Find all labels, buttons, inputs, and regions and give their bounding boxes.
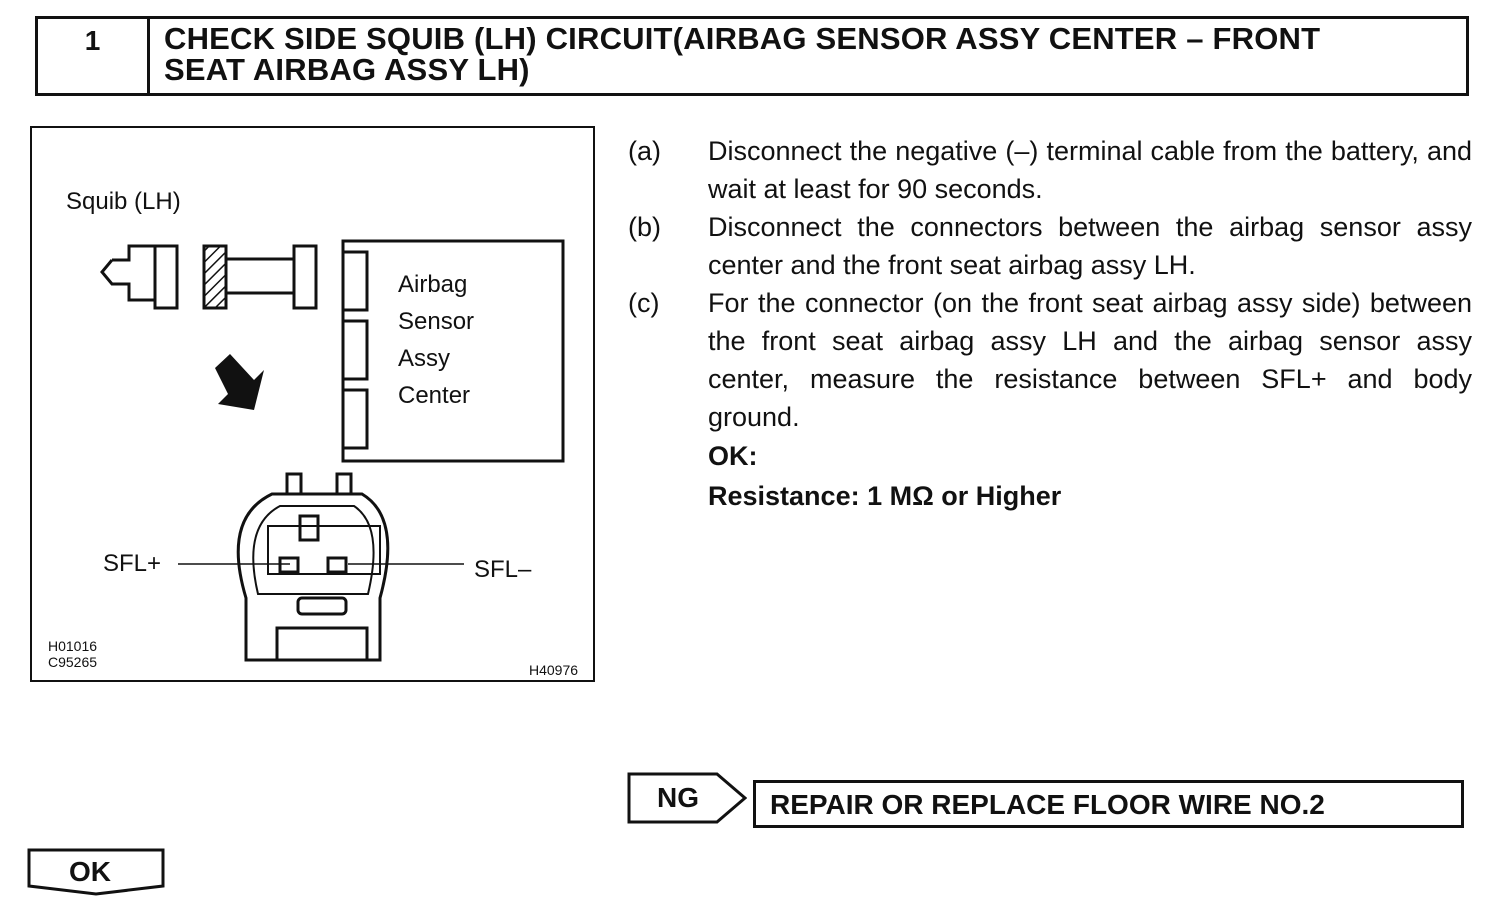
instruction-item: (b) Disconnect the connectors between th… bbox=[628, 208, 1472, 284]
connector-diagram bbox=[100, 239, 565, 662]
down-arrow-icon bbox=[215, 354, 264, 410]
squib-connector bbox=[100, 244, 318, 310]
sensor-label-line: Sensor bbox=[398, 308, 475, 335]
ng-tag-label: NG bbox=[657, 782, 699, 813]
step-header: 1 CHECK SIDE SQUIB (LH) CIRCUIT(AIRBAG S… bbox=[35, 16, 1469, 96]
instruction-letter: (a) bbox=[628, 136, 661, 166]
figure-code: C95265 bbox=[48, 654, 98, 670]
step-title-line-2: SEAT AIRBAG ASSY LH) bbox=[164, 52, 530, 87]
ok-tag-label: OK bbox=[69, 856, 111, 887]
step-number: 1 bbox=[38, 19, 150, 93]
terminal-sfl-plus-label: SFL+ bbox=[103, 550, 162, 577]
instruction-item: (c) For the connector (on the front seat… bbox=[628, 284, 1472, 436]
instruction-item: (a) Disconnect the negative (–) terminal… bbox=[628, 132, 1472, 208]
sensor-label-line: Airbag bbox=[398, 271, 468, 298]
step-title: CHECK SIDE SQUIB (LH) CIRCUIT(AIRBAG SEN… bbox=[164, 23, 1454, 85]
squib-label: Squib (LH) bbox=[66, 188, 181, 215]
spec-ok-label: OK: bbox=[708, 441, 758, 471]
instruction-text: For the connector (on the front seat air… bbox=[708, 288, 1472, 432]
sensor-label-line: Center bbox=[398, 382, 471, 409]
ng-tag: NG bbox=[627, 772, 747, 824]
figure-code-right: H40976 bbox=[529, 662, 579, 678]
connector-illustration: Squib (LH) Airbag Sensor Assy Center SFL… bbox=[30, 126, 595, 682]
figure-code-left: H01016 C95265 bbox=[48, 638, 97, 670]
ok-tag: OK bbox=[27, 848, 165, 896]
terminal-sfl-minus-label: SFL– bbox=[474, 556, 532, 583]
connector-face bbox=[236, 472, 390, 662]
spec-value: Resistance: 1 MΩ or Higher bbox=[708, 481, 1062, 511]
step-title-line-1: CHECK SIDE SQUIB (LH) CIRCUIT(AIRBAG SEN… bbox=[164, 21, 1321, 56]
ng-arrow-icon bbox=[627, 772, 747, 824]
sensor-box bbox=[341, 239, 565, 463]
instruction-text: Disconnect the negative (–) terminal cab… bbox=[708, 136, 1472, 204]
figure-code: H01016 bbox=[48, 638, 98, 654]
instruction-list: (a) Disconnect the negative (–) terminal… bbox=[628, 132, 1472, 516]
sensor-label: Airbag Sensor Assy Center bbox=[398, 266, 474, 414]
sensor-label-line: Assy bbox=[398, 345, 451, 372]
instruction-letter: (b) bbox=[628, 212, 661, 242]
ng-action-box: REPAIR OR REPLACE FLOOR WIRE NO.2 bbox=[753, 780, 1464, 828]
ok-arrow-icon bbox=[27, 848, 165, 896]
instruction-letter: (c) bbox=[628, 288, 660, 318]
instruction-text: Disconnect the connectors between the ai… bbox=[708, 212, 1472, 280]
